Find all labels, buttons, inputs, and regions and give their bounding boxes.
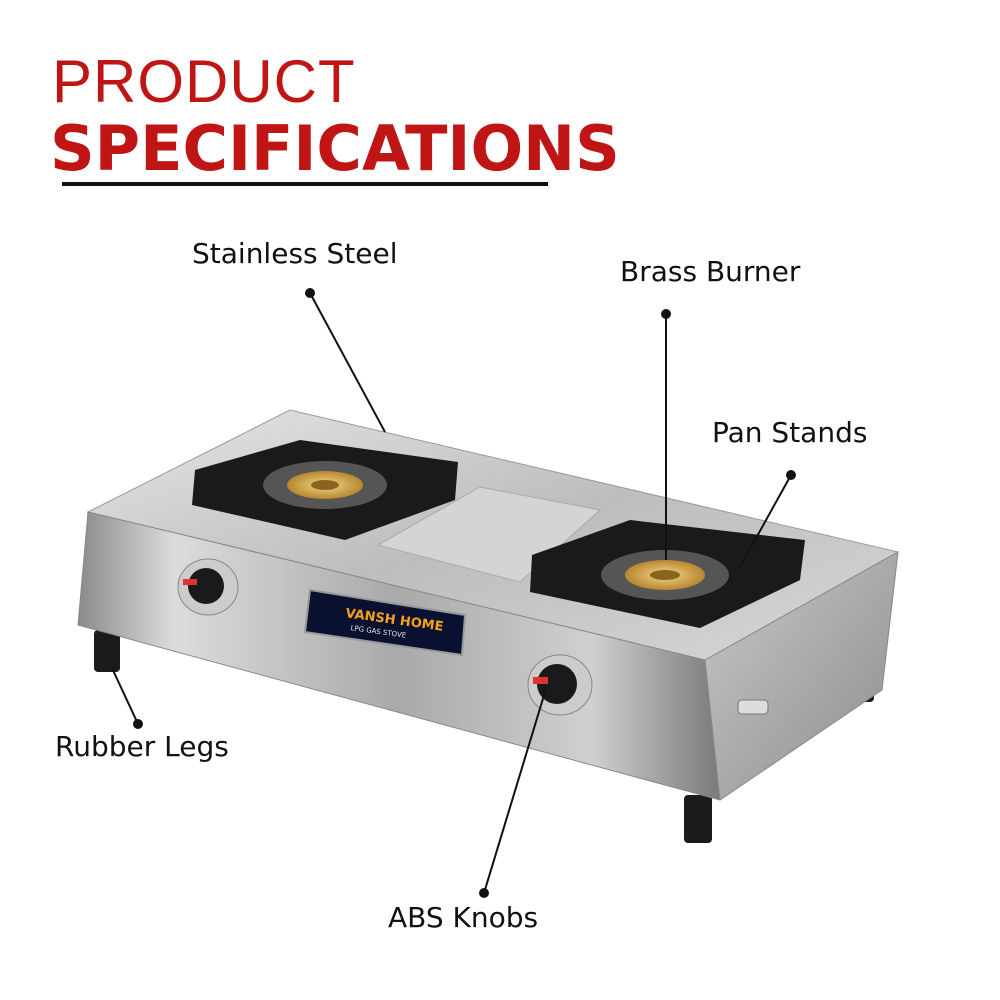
- left-burner: [192, 440, 458, 540]
- stove-side-panel: [704, 551, 899, 801]
- abs-knob-right: [527, 654, 593, 716]
- abs-knob-left: [177, 558, 239, 616]
- brand-plate: VANSH HOME LPG GAS STOVE: [303, 588, 467, 657]
- callout-line-abs-knobs: [479, 691, 546, 898]
- callout-label-rubber-legs: Rubber Legs: [55, 730, 229, 763]
- callout-line-brass-burner: [661, 309, 671, 560]
- heading-line1: PRODUCT: [52, 48, 356, 115]
- callout-line-rubber-legs: [111, 667, 143, 729]
- heading-line2: SPECIFICATIONS: [50, 112, 620, 185]
- callout-label-stainless-steel: Stainless Steel: [192, 237, 398, 270]
- right-burner: [530, 520, 805, 628]
- heading-underline: [62, 182, 548, 186]
- gas-inlet-nozzle: [737, 699, 769, 715]
- callout-line-stainless-steel: [305, 288, 386, 433]
- callout-label-pan-stands: Pan Stands: [712, 416, 868, 449]
- rubber-leg: [684, 795, 712, 843]
- callout-label-brass-burner: Brass Burner: [620, 255, 801, 288]
- callout-line-pan-stands: [739, 470, 796, 568]
- callout-label-abs-knobs: ABS Knobs: [388, 901, 539, 934]
- rubber-leg: [94, 630, 120, 672]
